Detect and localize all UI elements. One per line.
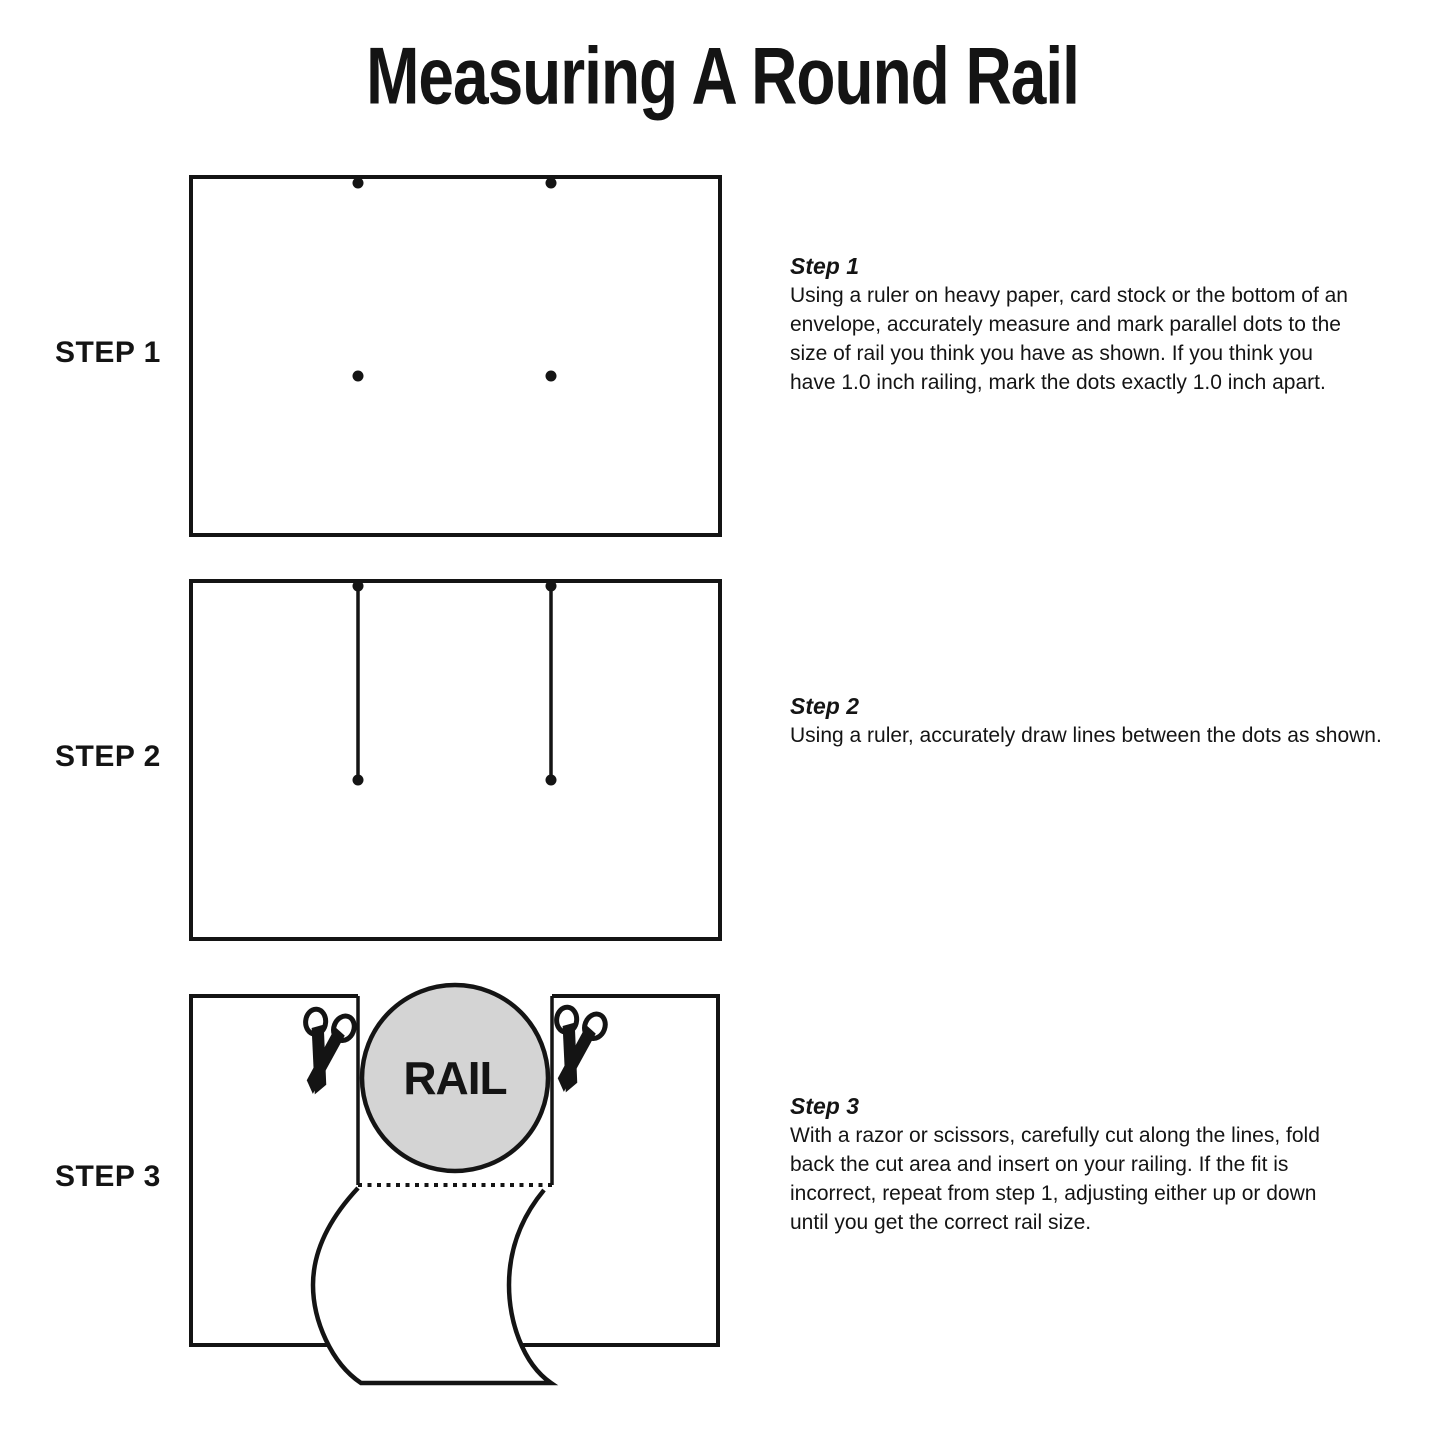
step-1-text: Step 1 Using a ruler on heavy paper, car… xyxy=(790,252,1445,397)
step-2-body: Using a ruler, accurately draw lines bet… xyxy=(790,724,1382,747)
measurement-dot xyxy=(352,580,364,592)
scissors-icon xyxy=(554,1004,608,1093)
page-title: Measuring A Round Rail xyxy=(366,30,1080,121)
step-1-body: Using a ruler on heavy paper, card stock… xyxy=(790,284,1348,394)
paper-outline xyxy=(189,175,722,537)
step-3-heading: Step 3 xyxy=(790,1093,860,1119)
measurement-dot xyxy=(545,370,557,382)
step-3-label: STEP 3 xyxy=(55,1160,161,1193)
measurement-dot xyxy=(352,370,364,382)
step-2-diagram xyxy=(189,579,722,941)
step-1-label: STEP 1 xyxy=(55,336,161,369)
step-3-text: Step 3 With a razor or scissors, careful… xyxy=(790,1092,1445,1237)
step-3-diagram: RAIL xyxy=(189,982,720,1386)
scissors-blade xyxy=(306,1027,345,1094)
scissors-blade xyxy=(557,1025,596,1092)
folded-flap xyxy=(310,1186,559,1386)
rail-label: RAIL xyxy=(403,1052,506,1104)
rail-circle xyxy=(359,982,551,1174)
paper-outline xyxy=(189,579,722,941)
step-1-diagram xyxy=(189,175,722,537)
measurement-dot xyxy=(545,774,557,786)
step-2-label: STEP 2 xyxy=(55,740,161,773)
step-2-heading: Step 2 xyxy=(790,693,860,719)
step-3-body: With a razor or scissors, carefully cut … xyxy=(790,1124,1320,1234)
measurement-dot xyxy=(545,177,557,189)
step-2-text: Step 2 Using a ruler, accurately draw li… xyxy=(790,692,1445,750)
measurement-dot xyxy=(352,774,364,786)
measurement-dot xyxy=(545,580,557,592)
measurement-dot xyxy=(352,177,364,189)
scissors-icon xyxy=(303,1006,357,1095)
step-1-heading: Step 1 xyxy=(790,253,860,279)
